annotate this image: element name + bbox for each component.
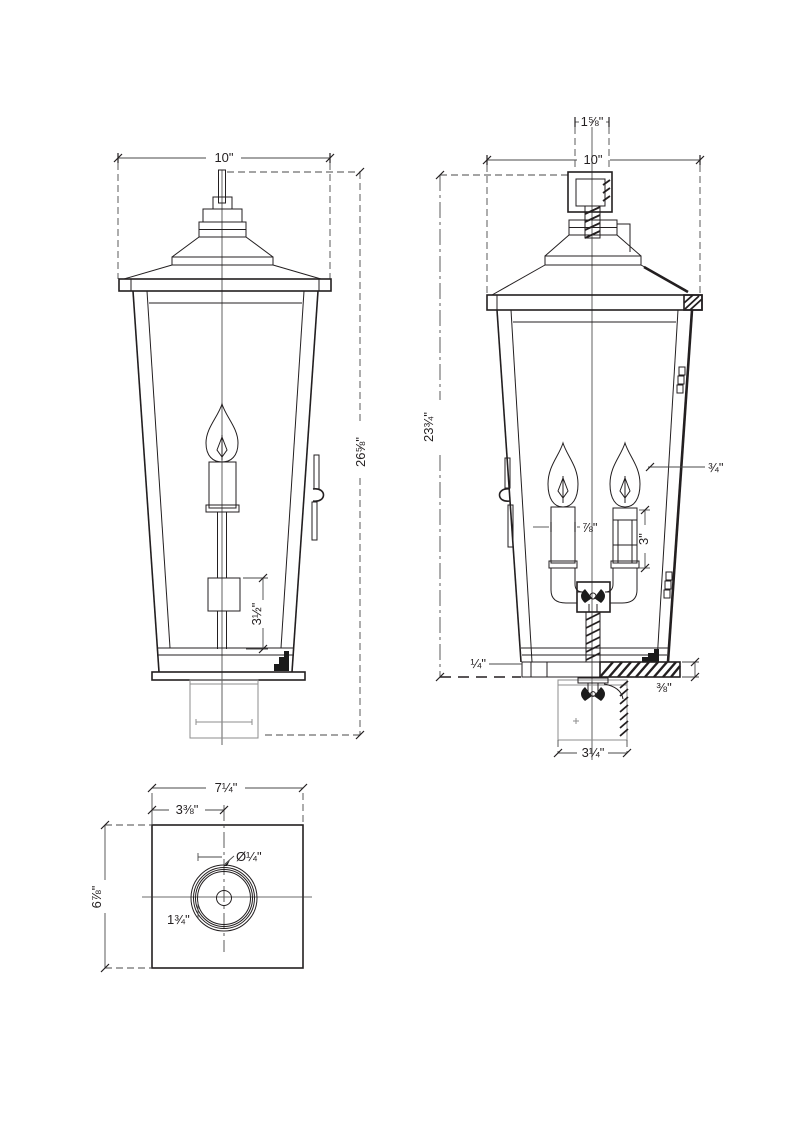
plan-dim-hole-diameter: Ø¼" (197, 849, 262, 866)
front-body (132, 290, 319, 681)
side-post-mount (557, 677, 629, 741)
side-floor (440, 661, 681, 678)
side-body (496, 309, 694, 663)
front-door-latch (311, 454, 325, 541)
side-dim-body-height-label: 23¾" (421, 412, 436, 442)
plan-dim-center-offset: 3⅜" (147, 802, 229, 817)
side-section-mark (642, 649, 659, 662)
side-filament-right-icon (619, 476, 631, 503)
side-dim-floor-thickness-label: ⅜" (656, 680, 672, 695)
side-dim-frame-thickness: ¾" (645, 460, 724, 475)
side-bolt-wing-nut (577, 677, 624, 701)
side-candle-right (609, 441, 641, 569)
plan-dim-collar-diameter: 1¾" (167, 902, 199, 927)
plan-mounting-plate (151, 824, 304, 969)
side-dim-floor-lip: ¼" (471, 656, 522, 671)
plan-dim-plate-width-label: 7¼" (215, 780, 238, 795)
side-door-latch (498, 457, 514, 548)
plan-dim-plate-depth: 6⅞" (89, 820, 152, 973)
side-post-section-hatch (619, 680, 629, 737)
side-dim-socket-height: 3" (636, 505, 651, 573)
side-dim-finial-width-label: 1⅝" (581, 114, 604, 129)
side-hinges (663, 366, 686, 599)
plan-post-collar (190, 864, 258, 932)
front-dim-socket-height: 3½" (243, 573, 268, 654)
plan-dim-center-offset-label: 3⅜" (176, 802, 199, 817)
front-socket-block (207, 577, 241, 612)
front-candle (205, 402, 241, 649)
side-dim-top-width: 10" (482, 152, 705, 295)
side-dim-top-width-label: 10" (583, 152, 602, 167)
plan-center-hole (216, 890, 232, 906)
side-filament-left-icon (557, 476, 569, 503)
side-dim-candle-width-label: ⅞" (582, 520, 598, 535)
front-dim-overall-height-label: 26⅝" (353, 437, 368, 467)
side-candle-left (547, 441, 579, 569)
side-dim-candle-width: ⅞" (533, 520, 598, 535)
side-dim-finial-width: 1⅝" (574, 114, 610, 170)
side-floor-section-hatch (599, 661, 681, 678)
side-view: 1⅝" 10" 23¾" (421, 114, 724, 760)
side-dim-body-height: 23¾" (421, 170, 568, 682)
front-filament-icon (216, 435, 228, 460)
front-post-mount (189, 679, 259, 739)
plan-dim-hole-diameter-label: Ø¼" (236, 849, 262, 864)
side-roof (486, 219, 703, 311)
side-dim-post-width: 3¼" (553, 740, 632, 760)
side-wing-nut-icon (581, 589, 605, 612)
front-finial (202, 169, 243, 223)
side-roof-section-hatch (683, 294, 703, 311)
side-candle-arms (550, 568, 638, 613)
front-roof (118, 221, 332, 292)
plan-view: 7¼" 3⅜" 6⅞" Ø¼" (89, 780, 312, 973)
side-dim-floor-thickness: ⅜" (656, 657, 700, 695)
front-dim-top-width-label: 10" (214, 150, 233, 165)
side-mount-box (567, 171, 613, 239)
plan-dim-plate-depth-label: 6⅞" (89, 885, 104, 908)
front-dim-socket-height-label: 3½" (249, 602, 264, 625)
side-dim-post-width-label: 3¼" (582, 745, 605, 760)
side-dim-frame-thickness-label: ¾" (708, 460, 724, 475)
side-dim-floor-lip-label: ¼" (471, 656, 487, 671)
plan-dim-collar-diameter-label: 1¾" (167, 912, 190, 927)
front-section-mark (274, 651, 289, 671)
side-dim-socket-height-label: 3" (636, 533, 651, 545)
plan-dim-plate-width: 7¼" (147, 780, 308, 825)
front-view: 10" 26⅝" (113, 150, 368, 745)
front-dim-overall-height: 26⅝" (227, 167, 368, 740)
front-dim-top-width: 10" (113, 150, 335, 279)
